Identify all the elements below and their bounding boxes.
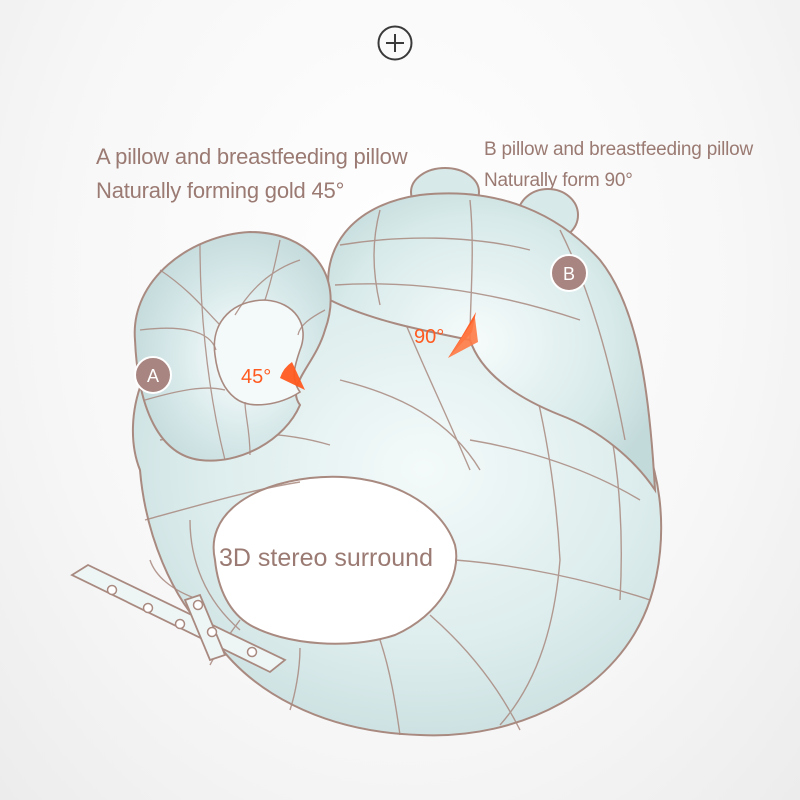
angle-label-b: 90° (414, 326, 444, 348)
caption-b-line2: Naturally form 90° (484, 170, 633, 191)
marker-a-label: A (147, 366, 159, 386)
caption-b: B pillow and breastfeeding pillow Natura… (484, 134, 753, 196)
caption-b-line1: B pillow and breastfeeding pillow (484, 139, 754, 160)
caption-a-line2: Naturally forming gold 45° (96, 178, 345, 203)
marker-b-label: B (563, 264, 575, 284)
center-label: 3D stereo surround (219, 544, 433, 572)
caption-a-line1: A pillow and breastfeeding pillow (96, 144, 408, 169)
angle-wedge-a (280, 362, 305, 390)
zoom-plus-icon[interactable] (376, 24, 414, 62)
angle-wedge-b (448, 312, 478, 358)
marker-b: B (550, 254, 588, 292)
marker-a: A (134, 356, 172, 394)
angle-label-a: 45° (241, 366, 271, 388)
pillow-strap (70, 563, 287, 674)
pillow-a-coil (133, 230, 332, 462)
caption-a: A pillow and breastfeeding pillow Natura… (96, 140, 408, 208)
